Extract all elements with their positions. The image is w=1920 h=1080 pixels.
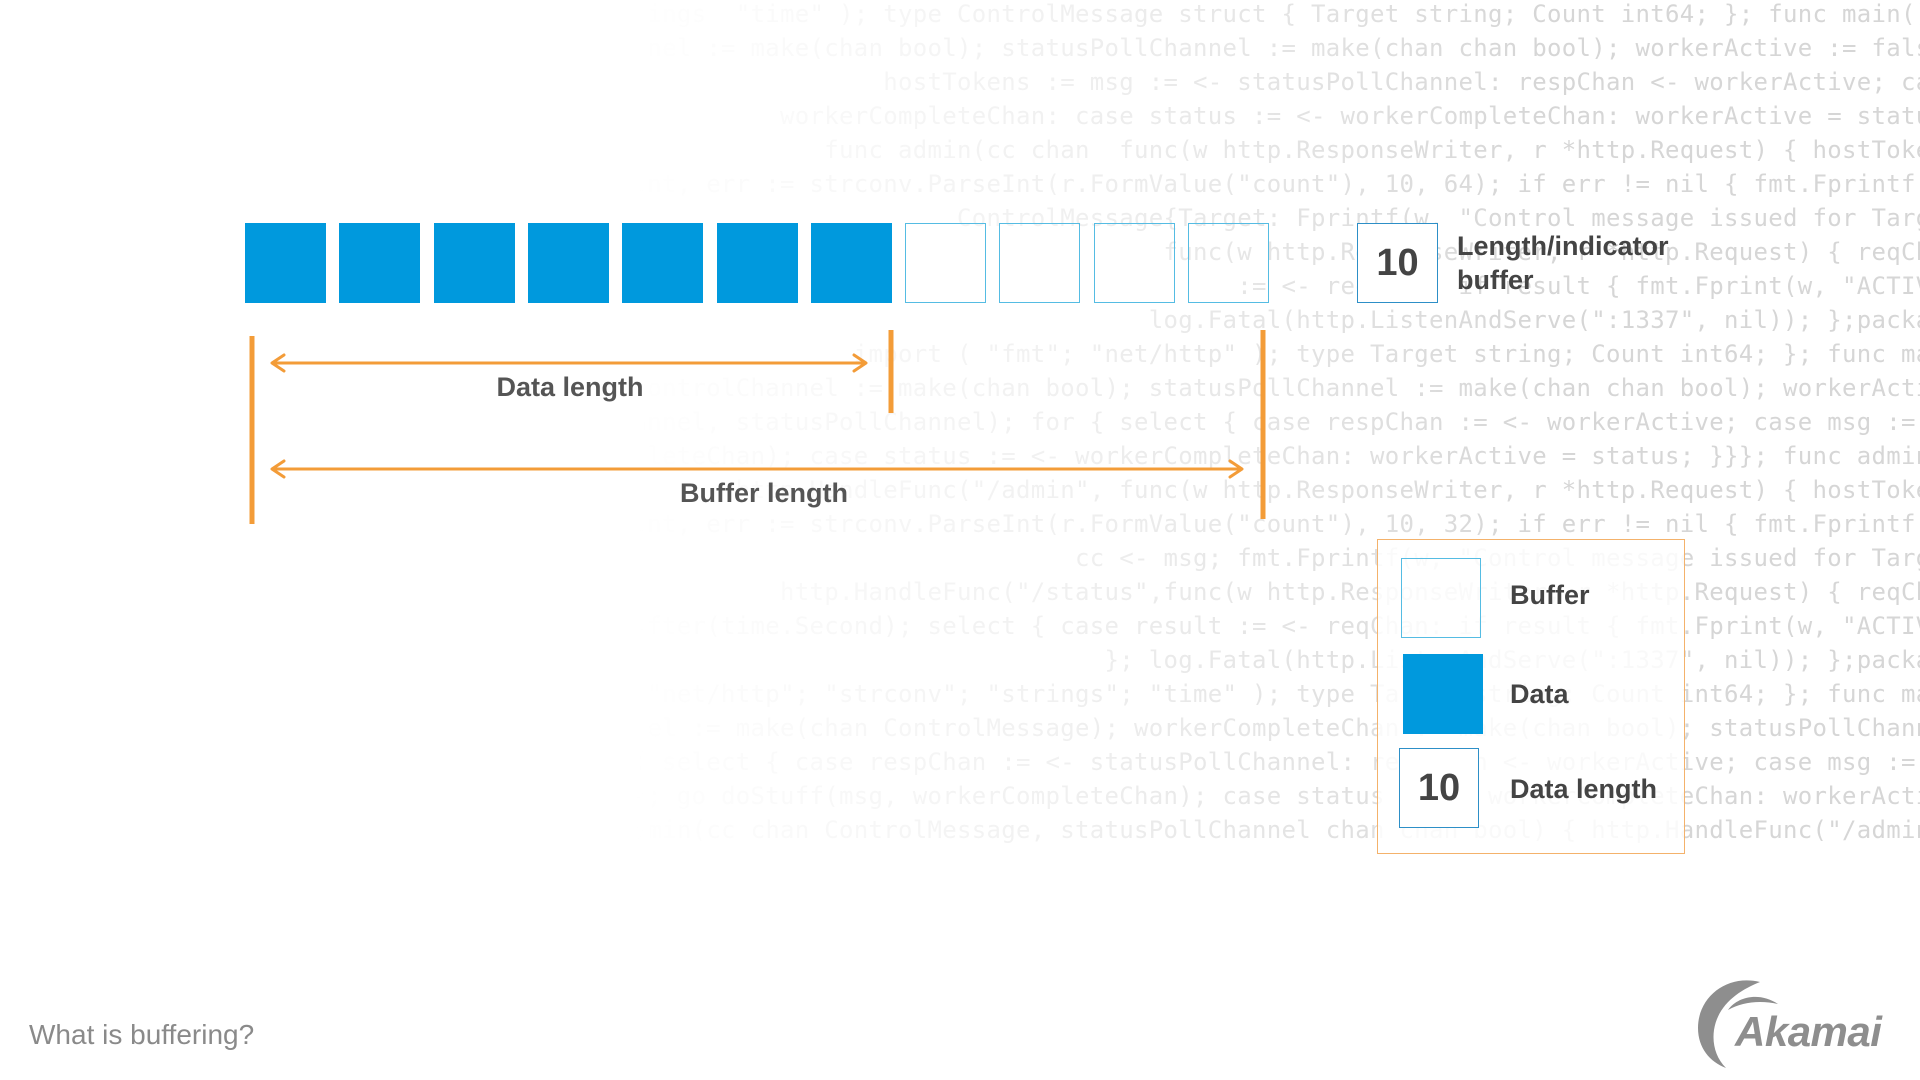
buffer-cell	[1094, 223, 1175, 303]
legend-buffer-label: Buffer	[1510, 580, 1590, 610]
length-indicator-box: 10	[1357, 223, 1438, 303]
data-cell	[339, 223, 420, 303]
data-cell	[245, 223, 326, 303]
legend-indicator-value: 10	[1417, 766, 1461, 809]
buffer-cell	[1188, 223, 1269, 303]
legend-buffer-swatch	[1401, 558, 1481, 638]
legend-indicator-label: Data length	[1510, 774, 1658, 804]
buffer-length-label: Buffer length	[680, 478, 848, 508]
legend-data-label: Data	[1510, 679, 1569, 709]
data-length-arrowhead-left	[270, 353, 286, 373]
akamai-logo-icon	[1698, 980, 1778, 1068]
legend: Buffer Data 10 Data length	[1377, 539, 1685, 854]
data-cell	[528, 223, 609, 303]
length-indicator-value: 10	[1376, 241, 1419, 284]
buffer-length-arrowhead-right	[1228, 459, 1244, 479]
data-cell	[811, 223, 892, 303]
data-length-arrowhead-right	[852, 353, 868, 373]
slide-title: What is buffering?	[29, 1019, 255, 1050]
akamai-logo-text: Akamai	[1735, 1008, 1882, 1055]
length-indicator-label: Length/indicator buffer	[1457, 231, 1669, 295]
data-cell	[717, 223, 798, 303]
legend-data-swatch	[1403, 654, 1483, 734]
buffer-cell	[905, 223, 986, 303]
data-cell	[434, 223, 515, 303]
data-cell	[622, 223, 703, 303]
data-length-label: Data length	[496, 372, 644, 402]
buffer-length-arrowhead-left	[270, 459, 286, 479]
legend-indicator-swatch: 10	[1399, 748, 1479, 828]
buffer-cell	[999, 223, 1080, 303]
